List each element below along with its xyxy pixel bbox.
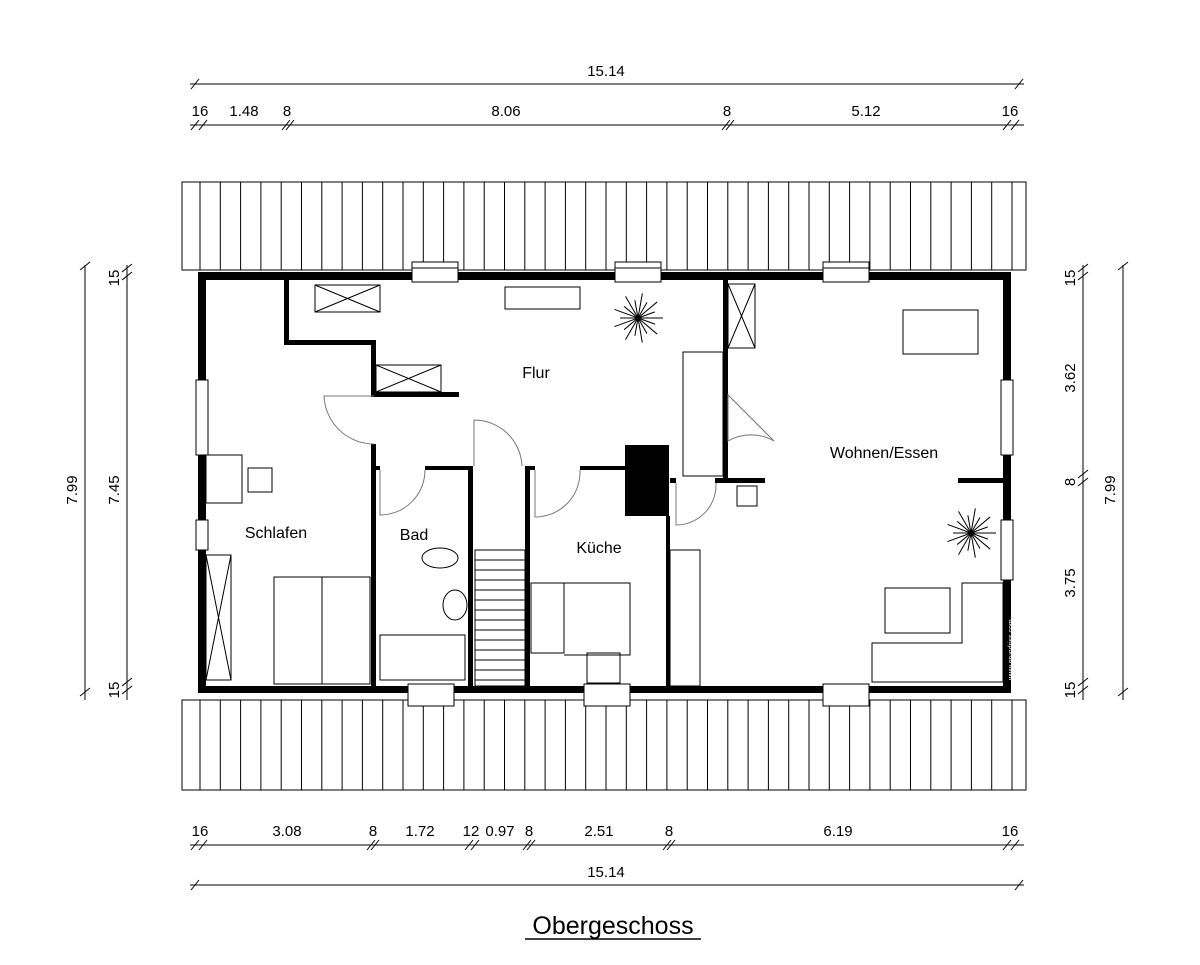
roof-bottom bbox=[181, 699, 1027, 791]
outer-walls bbox=[198, 272, 1011, 693]
doors bbox=[323, 393, 775, 526]
room-label-kueche: Küche bbox=[576, 540, 621, 557]
svg-text:8: 8 bbox=[723, 103, 731, 120]
room-label-bad: Bad bbox=[400, 527, 428, 544]
svg-text:8: 8 bbox=[525, 823, 533, 840]
svg-text:7.99: 7.99 bbox=[64, 475, 81, 504]
svg-text:15: 15 bbox=[1062, 270, 1079, 287]
interior-walls bbox=[284, 280, 1004, 690]
svg-text:16: 16 bbox=[192, 823, 209, 840]
room-label-schlafen: Schlafen bbox=[245, 525, 307, 542]
svg-text:15: 15 bbox=[106, 270, 123, 287]
plant-icon bbox=[614, 293, 996, 558]
svg-text:8.06: 8.06 bbox=[491, 103, 520, 120]
svg-text:3.62: 3.62 bbox=[1062, 363, 1079, 392]
svg-text:15.14: 15.14 bbox=[587, 864, 625, 881]
svg-text:6.19: 6.19 bbox=[823, 823, 852, 840]
svg-text:12: 12 bbox=[463, 823, 480, 840]
svg-text:3.08: 3.08 bbox=[272, 823, 301, 840]
room-label-wohnen: Wohnen/Essen bbox=[830, 445, 938, 462]
dimension-lines bbox=[79, 78, 1129, 891]
furniture bbox=[205, 283, 1004, 687]
windows bbox=[195, 261, 1014, 707]
dimension-labels: 15.14 16 1.48 8 8.06 8 5.12 16 16 3.08 8… bbox=[64, 63, 1119, 881]
svg-text:8: 8 bbox=[665, 823, 673, 840]
svg-text:7.99: 7.99 bbox=[1102, 475, 1119, 504]
svg-text:15: 15 bbox=[1062, 682, 1079, 699]
svg-text:8: 8 bbox=[1062, 478, 1079, 486]
watermark: www.grundriss.com bbox=[1008, 619, 1015, 681]
plan-title: Obergeschoss bbox=[532, 912, 693, 940]
svg-text:8: 8 bbox=[369, 823, 377, 840]
svg-text:2.51: 2.51 bbox=[584, 823, 613, 840]
svg-text:16: 16 bbox=[192, 103, 209, 120]
svg-text:1.72: 1.72 bbox=[405, 823, 434, 840]
svg-text:16: 16 bbox=[1002, 103, 1019, 120]
svg-text:8: 8 bbox=[283, 103, 291, 120]
svg-text:5.12: 5.12 bbox=[851, 103, 880, 120]
svg-text:3.75: 3.75 bbox=[1062, 568, 1079, 597]
room-label-flur: Flur bbox=[522, 365, 550, 382]
svg-text:15: 15 bbox=[106, 682, 123, 699]
svg-text:1.48: 1.48 bbox=[229, 103, 258, 120]
svg-text:15.14: 15.14 bbox=[587, 63, 625, 80]
svg-text:0.97: 0.97 bbox=[485, 823, 514, 840]
svg-text:7.45: 7.45 bbox=[106, 475, 123, 504]
svg-text:16: 16 bbox=[1002, 823, 1019, 840]
roof-top bbox=[181, 181, 1027, 271]
